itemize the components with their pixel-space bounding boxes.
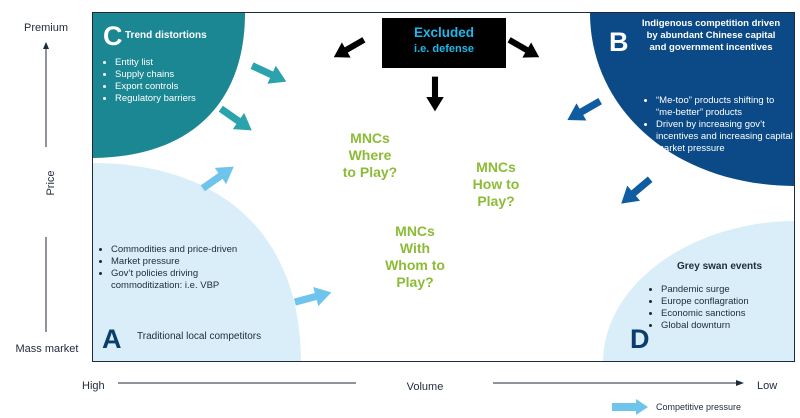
mnc-with-whom-to-play: MNCs With Whom to Play? — [360, 223, 470, 291]
quadrant-c-list: Entity list Supply chains Export control… — [102, 57, 197, 105]
mnc-where-line: to Play? — [342, 164, 398, 180]
quadrant-b-letter: B — [609, 27, 629, 57]
mnc-how-line: MNCs — [476, 159, 516, 175]
mnc-how-to-play: MNCs How to Play? — [441, 159, 551, 210]
quadrant-b-title: Indigenous competition driven by abundan… — [641, 18, 781, 53]
mnc-where-line: Where — [348, 147, 392, 163]
quadrant-d-title: Grey swan events — [677, 261, 763, 272]
arrow-c-2 — [215, 100, 258, 139]
mnc-where-to-play: MNCs Where to Play? — [315, 130, 425, 181]
arrow-b-2 — [614, 171, 657, 212]
y-axis-line — [43, 42, 49, 332]
quadrant-b-shape — [590, 13, 794, 186]
diagram-frame: Excluded i.e. defense C Trend distortion… — [92, 12, 795, 362]
x-axis-mid-label: Volume — [406, 381, 444, 393]
arrow-a-1 — [197, 158, 240, 197]
quadrant-b-item: “Me-too” products shifting to “me-better… — [656, 95, 793, 119]
x-axis-line — [118, 380, 744, 386]
arrow-b-1 — [562, 92, 606, 129]
mnc-where-line: MNCs — [350, 130, 390, 146]
arrow-a-2 — [292, 282, 334, 312]
quadrant-d-item: Europe conflagration — [661, 296, 788, 308]
quadrant-d-item: Global downturn — [661, 320, 788, 332]
excluded-title: Excluded — [413, 25, 475, 40]
quadrant-c-shape — [93, 13, 245, 158]
quadrant-c-item: Entity list — [115, 57, 197, 69]
quadrant-a-item: Commodities and price-driven — [111, 244, 268, 256]
quadrant-a-item: Gov’t policies driving commoditization: … — [111, 268, 268, 292]
mnc-whom-line: MNCs — [395, 223, 435, 239]
arrow-excluded-right — [503, 31, 545, 67]
x-axis-left-label: High — [82, 380, 105, 392]
y-axis-bottom-label: Mass market — [15, 343, 79, 355]
mnc-whom-line: Whom to — [385, 257, 445, 273]
excluded-subtitle: i.e. defense — [414, 43, 474, 55]
quadrant-b-list: “Me-too” products shifting to “me-better… — [643, 95, 793, 155]
quadrant-c-item: Supply chains — [115, 69, 197, 81]
quadrant-c-letter: C — [103, 21, 123, 51]
quadrant-a-list: Commodities and price-driven Market pres… — [98, 244, 268, 292]
mnc-whom-line: With — [399, 240, 431, 256]
legend-label: Competitive pressure — [656, 402, 742, 412]
x-axis-right-label: Low — [757, 380, 778, 392]
quadrant-a-shape — [93, 163, 301, 361]
arrow-excluded-left — [328, 31, 370, 67]
mnc-how-line: How to — [472, 176, 520, 192]
corner-shapes — [93, 13, 794, 361]
arrow-c-1 — [247, 56, 291, 91]
quadrant-a-item: Market pressure — [111, 256, 268, 268]
y-axis-mid-label: Price — [45, 170, 57, 196]
quadrant-d-letter: D — [630, 324, 650, 354]
arrow-excluded-down — [425, 75, 445, 113]
quadrant-d-shape — [603, 221, 794, 361]
mnc-whom-line: Play? — [396, 274, 434, 290]
mnc-how-line: Play? — [477, 193, 515, 209]
y-axis-top-label: Premium — [23, 22, 68, 34]
quadrant-c-item: Export controls — [115, 81, 197, 93]
arrows-layer — [197, 31, 657, 312]
quadrant-a-title: Traditional local competitors — [137, 331, 262, 342]
quadrant-b-item: Driven by increasing gov’t incentives an… — [656, 119, 793, 155]
quadrant-a-letter: A — [102, 324, 122, 354]
quadrant-d-list: Pandemic surge Europe conflagration Econ… — [648, 284, 788, 332]
quadrant-c-item: Regulatory barriers — [115, 93, 197, 105]
legend-arrow-icon — [612, 399, 648, 415]
excluded-box: Excluded i.e. defense — [382, 18, 506, 68]
quadrant-d-item: Economic sanctions — [661, 308, 788, 320]
quadrant-c-title: Trend distortions — [125, 30, 207, 41]
quadrant-d-item: Pandemic surge — [661, 284, 788, 296]
